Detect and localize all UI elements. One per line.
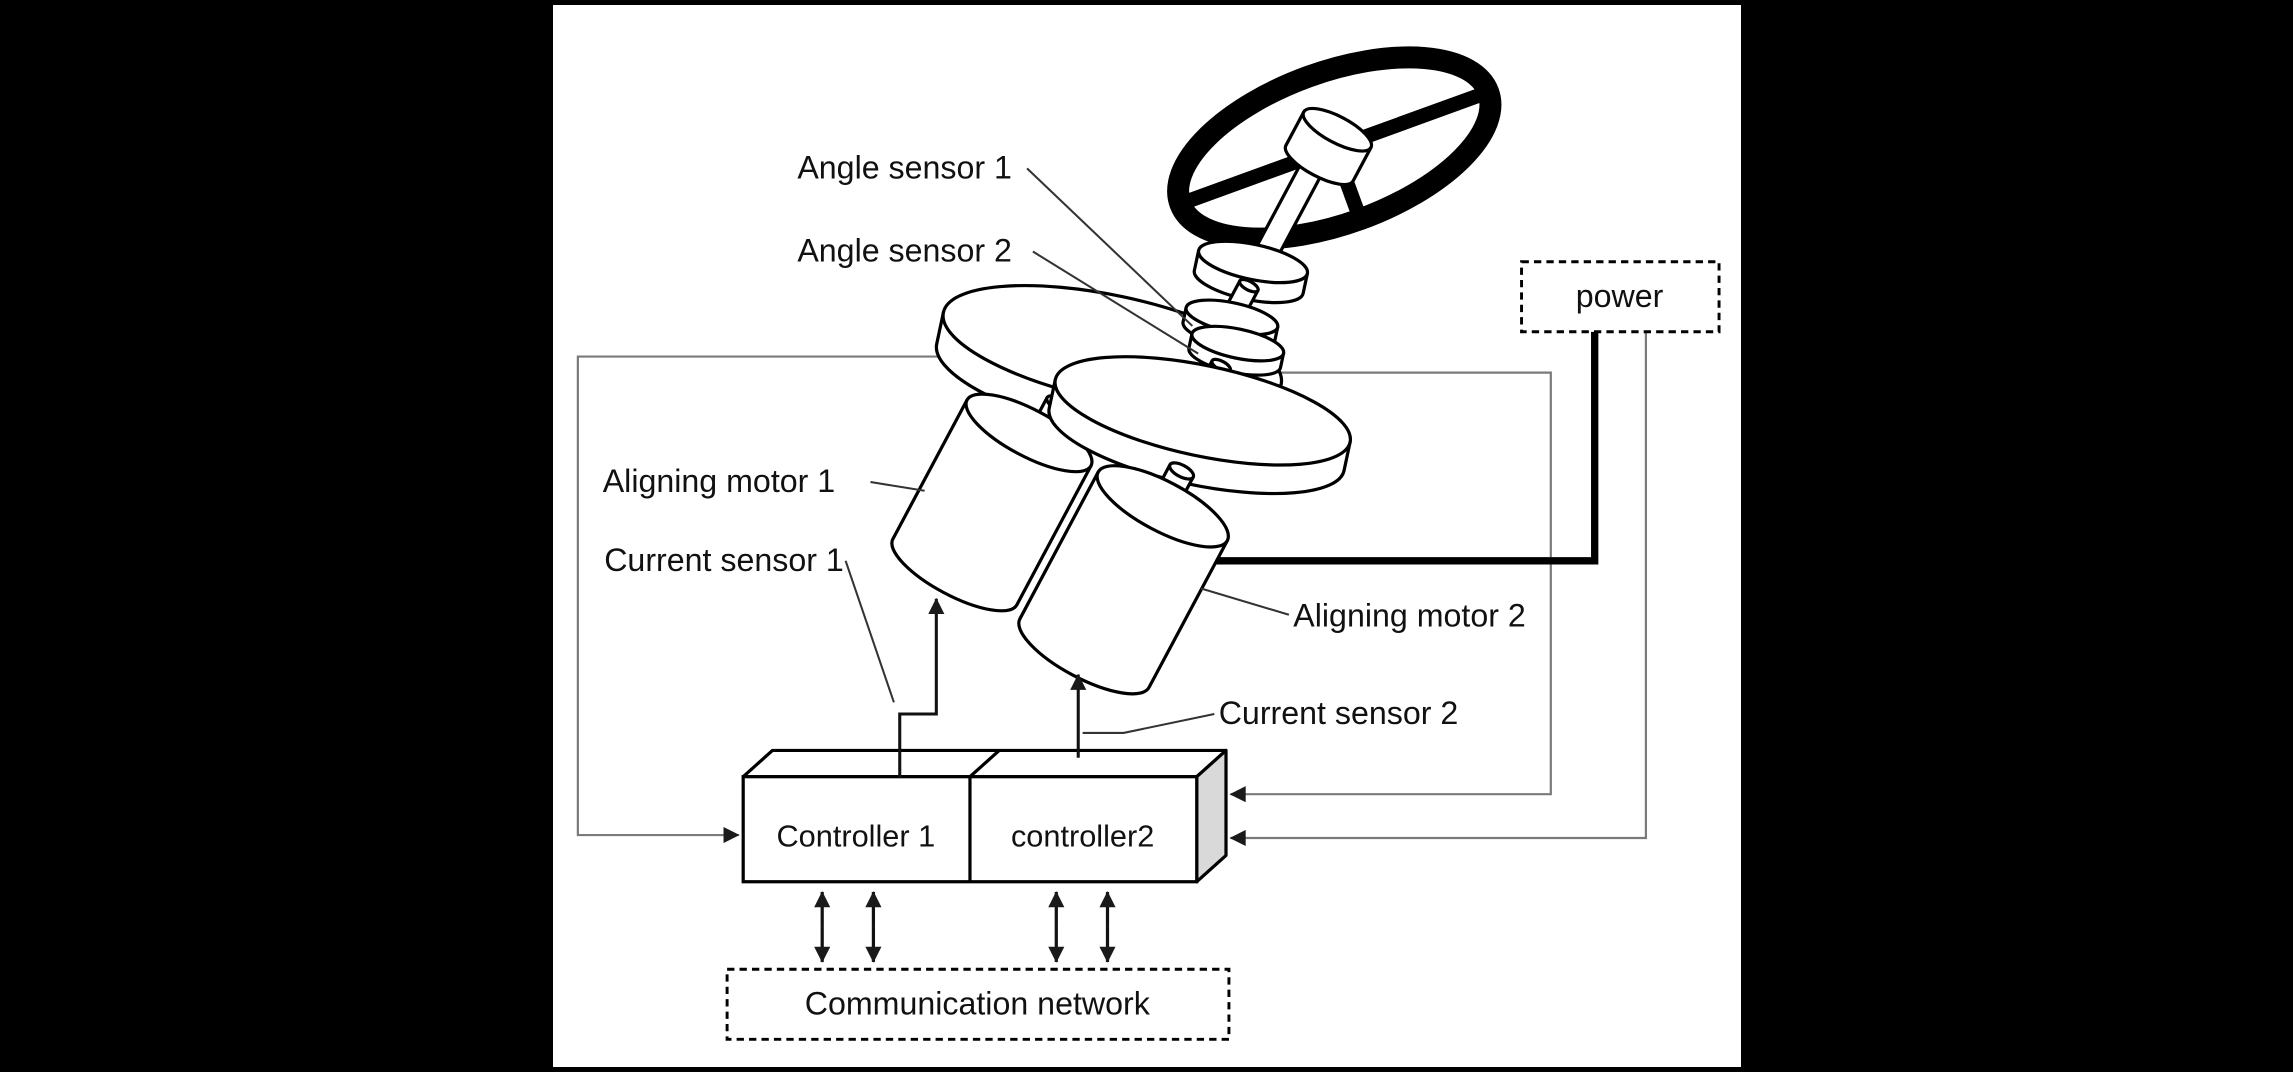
aligning-motor-1-body	[890, 392, 1094, 613]
motor-feed-wires	[898, 597, 1087, 779]
communication-network-box: Communication network	[725, 967, 1231, 1041]
angle-sensor1-to-controller1-wire	[576, 355, 1207, 844]
angle-sensor-1-pointer	[1026, 167, 1194, 327]
power-to-motors-cable	[1208, 331, 1599, 565]
angle-sensor-2-pointer	[1032, 250, 1199, 355]
aligning-motor-1-pointer	[870, 481, 925, 492]
diagram-panel: Controller 1 controller2 power Communica…	[553, 5, 1741, 1067]
aligning-motor-2-pointer	[1200, 587, 1290, 616]
label-pointers	[844, 167, 1290, 734]
controller-2-label: controller2	[1011, 820, 1154, 854]
steering-wheel-hub	[1283, 106, 1374, 187]
controller-1-label: Controller 1	[777, 820, 936, 854]
controller-divider-top	[968, 749, 1001, 778]
signal-wires	[576, 331, 1647, 846]
steering-system-diagram: Controller 1 controller2 power Communica…	[576, 46, 1721, 1041]
controller-box: Controller 1 controller2	[741, 748, 1228, 884]
angle-sensor-1-label: Angle sensor 1	[797, 150, 1012, 186]
angle-sensor-2-label: Angle sensor 2	[797, 233, 1012, 269]
aligning-motor-1-label: Aligning motor 1	[603, 463, 835, 499]
power-box: power	[1520, 260, 1721, 334]
current-sensor-1-pointer	[844, 560, 895, 703]
annotation-labels: Angle sensor 1 Angle sensor 2 Aligning m…	[603, 150, 1526, 732]
current-sensor-2-label: Current sensor 2	[1219, 695, 1459, 731]
aligning-motor-2-label: Aligning motor 2	[1293, 597, 1525, 633]
communication-network-label: Communication network	[805, 986, 1151, 1022]
current-sensor-2-pointer	[1082, 712, 1215, 734]
power-label: power	[1576, 278, 1664, 314]
angle-sensor2-to-controller2-wire	[1229, 371, 1552, 803]
current-sensor-1-label: Current sensor 1	[604, 542, 844, 578]
power-to-controller2-wire	[1229, 331, 1647, 846]
controller1-to-motor1-wire	[898, 597, 945, 779]
communication-arrows	[814, 891, 1116, 963]
